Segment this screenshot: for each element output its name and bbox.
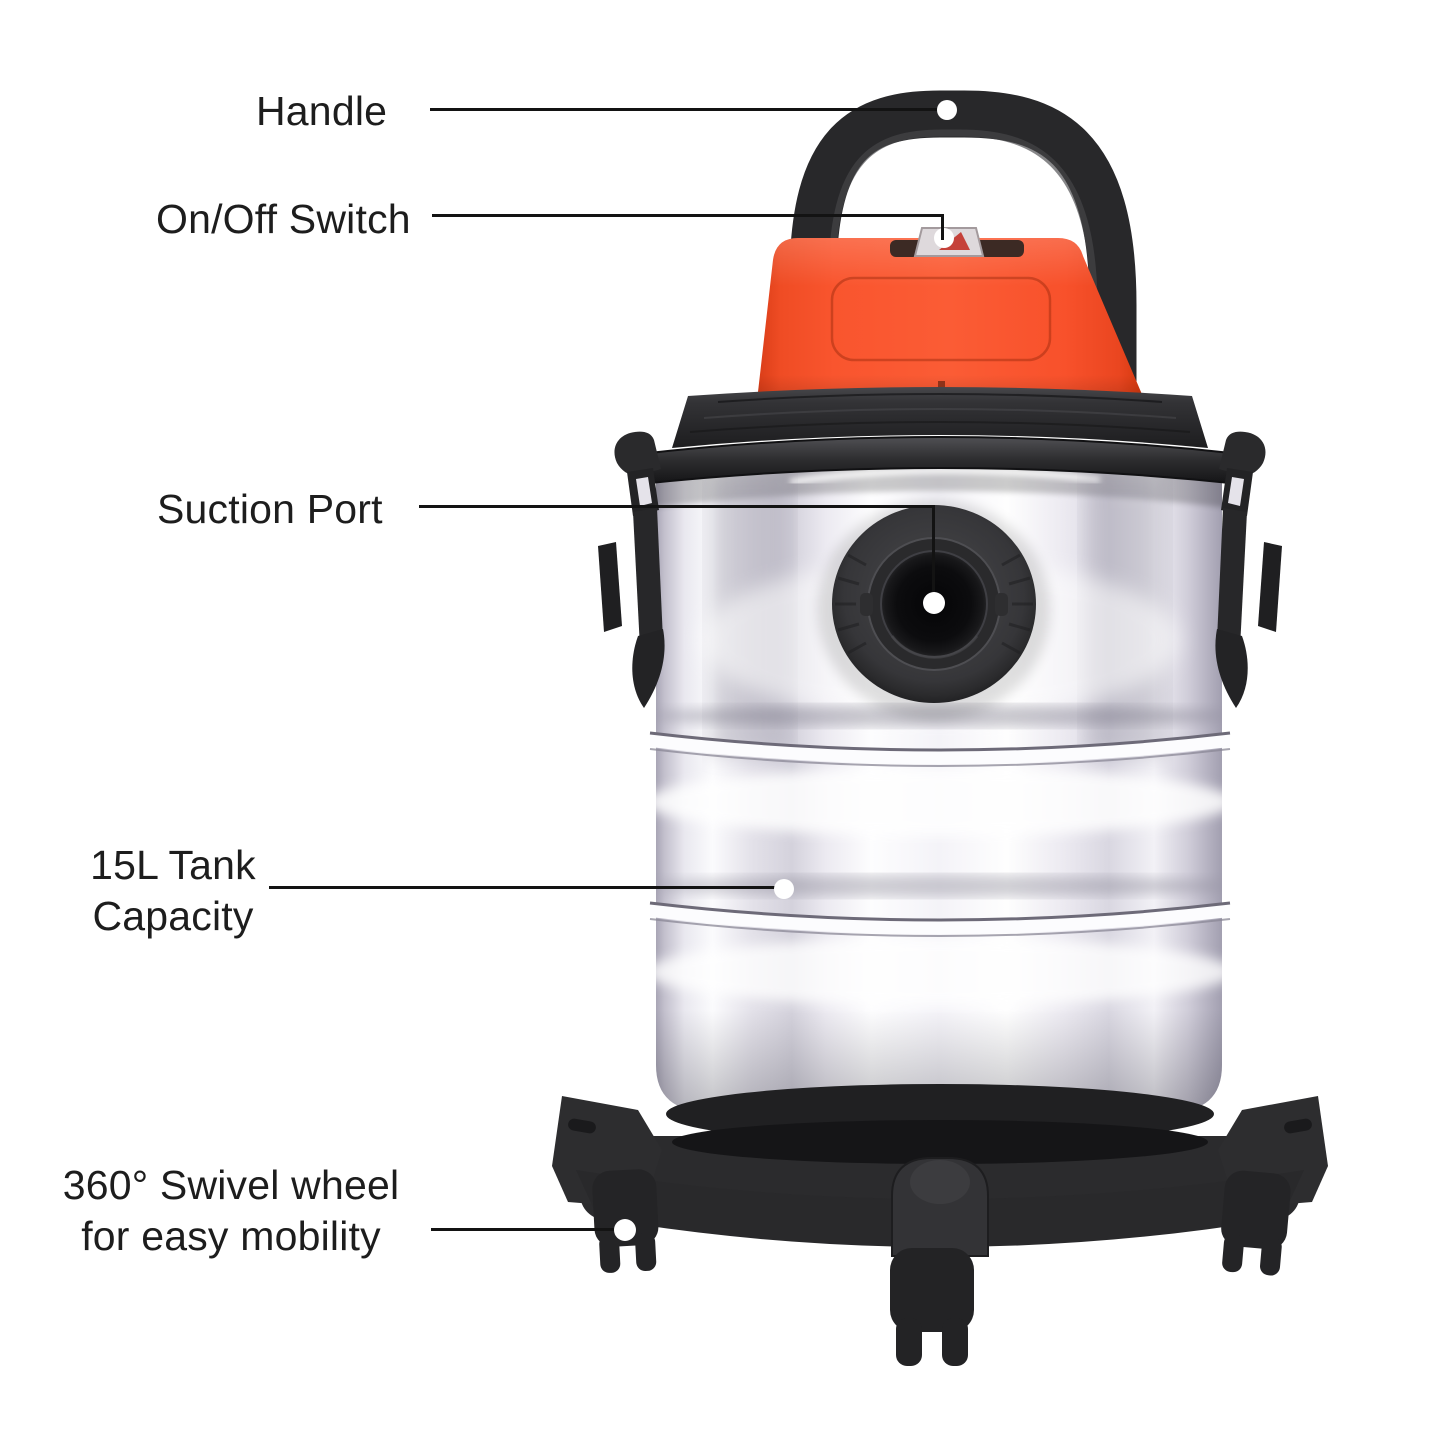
vacuum-illustration <box>552 90 1328 1366</box>
on-off-switch <box>913 227 985 257</box>
caster-prong <box>599 1234 621 1273</box>
caster-prong <box>942 1318 968 1366</box>
latch-arm <box>633 508 663 648</box>
port-hole-glint <box>890 635 979 659</box>
base-slot-right <box>1284 1118 1312 1134</box>
callout-handle-dot <box>937 100 957 120</box>
rib-bottom-line <box>649 748 1231 767</box>
callout-swivel-label: 360° Swivel wheel for easy mobility <box>62 1162 400 1259</box>
lid-ridge-2 <box>703 408 1177 419</box>
handle <box>789 90 1137 425</box>
callout-port-label: Suction Port <box>157 486 383 532</box>
latch-hook <box>614 431 661 476</box>
under-lid-glint <box>789 467 1101 486</box>
lens-highlight-1 <box>656 768 1222 836</box>
port-tab-left <box>860 593 873 616</box>
latch-ear <box>598 542 622 632</box>
callout-switch-line <box>432 214 944 217</box>
caster-body <box>890 1248 974 1332</box>
rib-band <box>650 904 1230 934</box>
caster-body <box>1221 1170 1291 1250</box>
port-tab-right <box>995 593 1008 616</box>
drum-rib-upper <box>649 731 1231 767</box>
caster-left <box>592 1169 659 1273</box>
lid-ridge-1 <box>717 393 1163 403</box>
rib-band <box>650 734 1230 764</box>
rib-bottom-line <box>649 918 1231 937</box>
motor-head-shading <box>757 238 1142 399</box>
caster-prong <box>1222 1234 1244 1273</box>
lens-highlight-2 <box>656 938 1222 1006</box>
motor-head <box>757 227 1142 399</box>
base-inner-shadow <box>672 1120 1208 1164</box>
callout-swivel-dot <box>614 1219 636 1241</box>
caster-right <box>1221 1170 1291 1276</box>
callout-switch-label: On/Off Switch <box>156 196 411 242</box>
callout-handle-label: Handle <box>256 88 388 134</box>
switch-notch <box>934 228 954 248</box>
rib-top-line <box>649 901 1231 922</box>
drum-rib-lower <box>649 901 1231 937</box>
latch-left <box>598 431 665 708</box>
lid-ridge-3 <box>689 421 1191 433</box>
caster-body <box>592 1169 659 1247</box>
base-trolley <box>552 1096 1328 1366</box>
port-ridges <box>835 553 1033 655</box>
handle-tube <box>789 90 1137 425</box>
caster-prong <box>635 1232 657 1272</box>
callout-port-line-vertical <box>932 505 935 603</box>
handle-highlight <box>828 129 1098 425</box>
callout-port-line <box>419 505 935 508</box>
callout-swivel-line <box>431 1228 617 1231</box>
motor-head-seam <box>830 276 1052 362</box>
callout-handle-line <box>430 108 945 111</box>
caster-center <box>890 1157 989 1366</box>
dark-arc-2 <box>656 875 1222 897</box>
callout-switch-line-vertical <box>941 214 944 240</box>
callout-tank-dot <box>774 879 794 899</box>
callout-tank-line <box>269 886 781 889</box>
callout-tank-label: 15L Tank Capacity <box>90 842 256 939</box>
caster-prong <box>1260 1237 1282 1276</box>
tank-drum <box>649 444 1231 1112</box>
lid-dome <box>672 387 1208 448</box>
callout-port-dot <box>923 592 945 614</box>
lid <box>639 387 1241 485</box>
base-slot-left <box>568 1118 596 1134</box>
caster-prong <box>896 1318 922 1366</box>
latch-loop-hole <box>636 477 652 506</box>
caster-boss-highlight <box>910 1160 970 1204</box>
latch-lever <box>632 629 665 708</box>
rib-top-line <box>649 731 1231 752</box>
